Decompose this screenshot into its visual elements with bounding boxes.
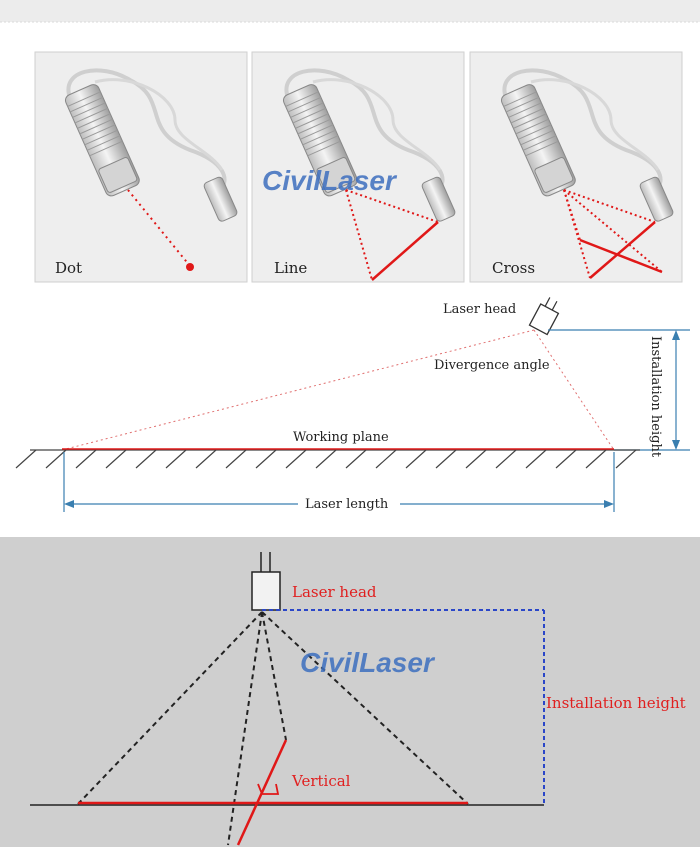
label-installation-height: Installation height <box>648 336 663 458</box>
projected-line-a <box>589 221 656 279</box>
label-laser-head-2: Laser head <box>292 583 377 601</box>
projected-line-b <box>579 238 663 274</box>
projected-line <box>371 221 439 281</box>
vertical-installation-diagram: Laser head Installation height Vertical <box>0 537 700 847</box>
installation-diagram: Laser head Divergence angle Installation… <box>15 297 690 512</box>
brand-watermark: CivilLaser <box>262 165 398 196</box>
ground-hatching <box>15 449 637 469</box>
right-angle-marker <box>257 783 280 795</box>
label-installation-height-2: Installation height <box>546 694 686 712</box>
divergence-ray-left <box>61 329 535 451</box>
product-label-cross: Cross <box>492 259 535 277</box>
product-label-dot: Dot <box>55 259 82 277</box>
laser-dot <box>186 263 194 271</box>
dot-beam <box>127 189 191 267</box>
label-working-plane: Working plane <box>293 430 389 445</box>
top-band <box>0 0 700 22</box>
label-laser-length: Laser length <box>305 497 389 512</box>
label-divergence-angle: Divergence angle <box>434 358 550 373</box>
laser-module <box>282 84 358 197</box>
laser-module <box>500 84 576 197</box>
label-vertical: Vertical <box>291 772 351 790</box>
brand-watermark-2: CivilLaser <box>300 647 436 678</box>
label-laser-head: Laser head <box>443 302 516 317</box>
product-panel-line: Line <box>251 51 465 283</box>
divergence-ray-right <box>533 329 615 451</box>
product-label-line: Line <box>274 259 307 277</box>
laser-head-icon <box>528 297 560 336</box>
product-panel-dot: Dot <box>34 51 248 283</box>
laser-beams <box>77 611 469 846</box>
product-panel-cross: Cross <box>469 51 683 283</box>
laser-module <box>64 84 140 197</box>
